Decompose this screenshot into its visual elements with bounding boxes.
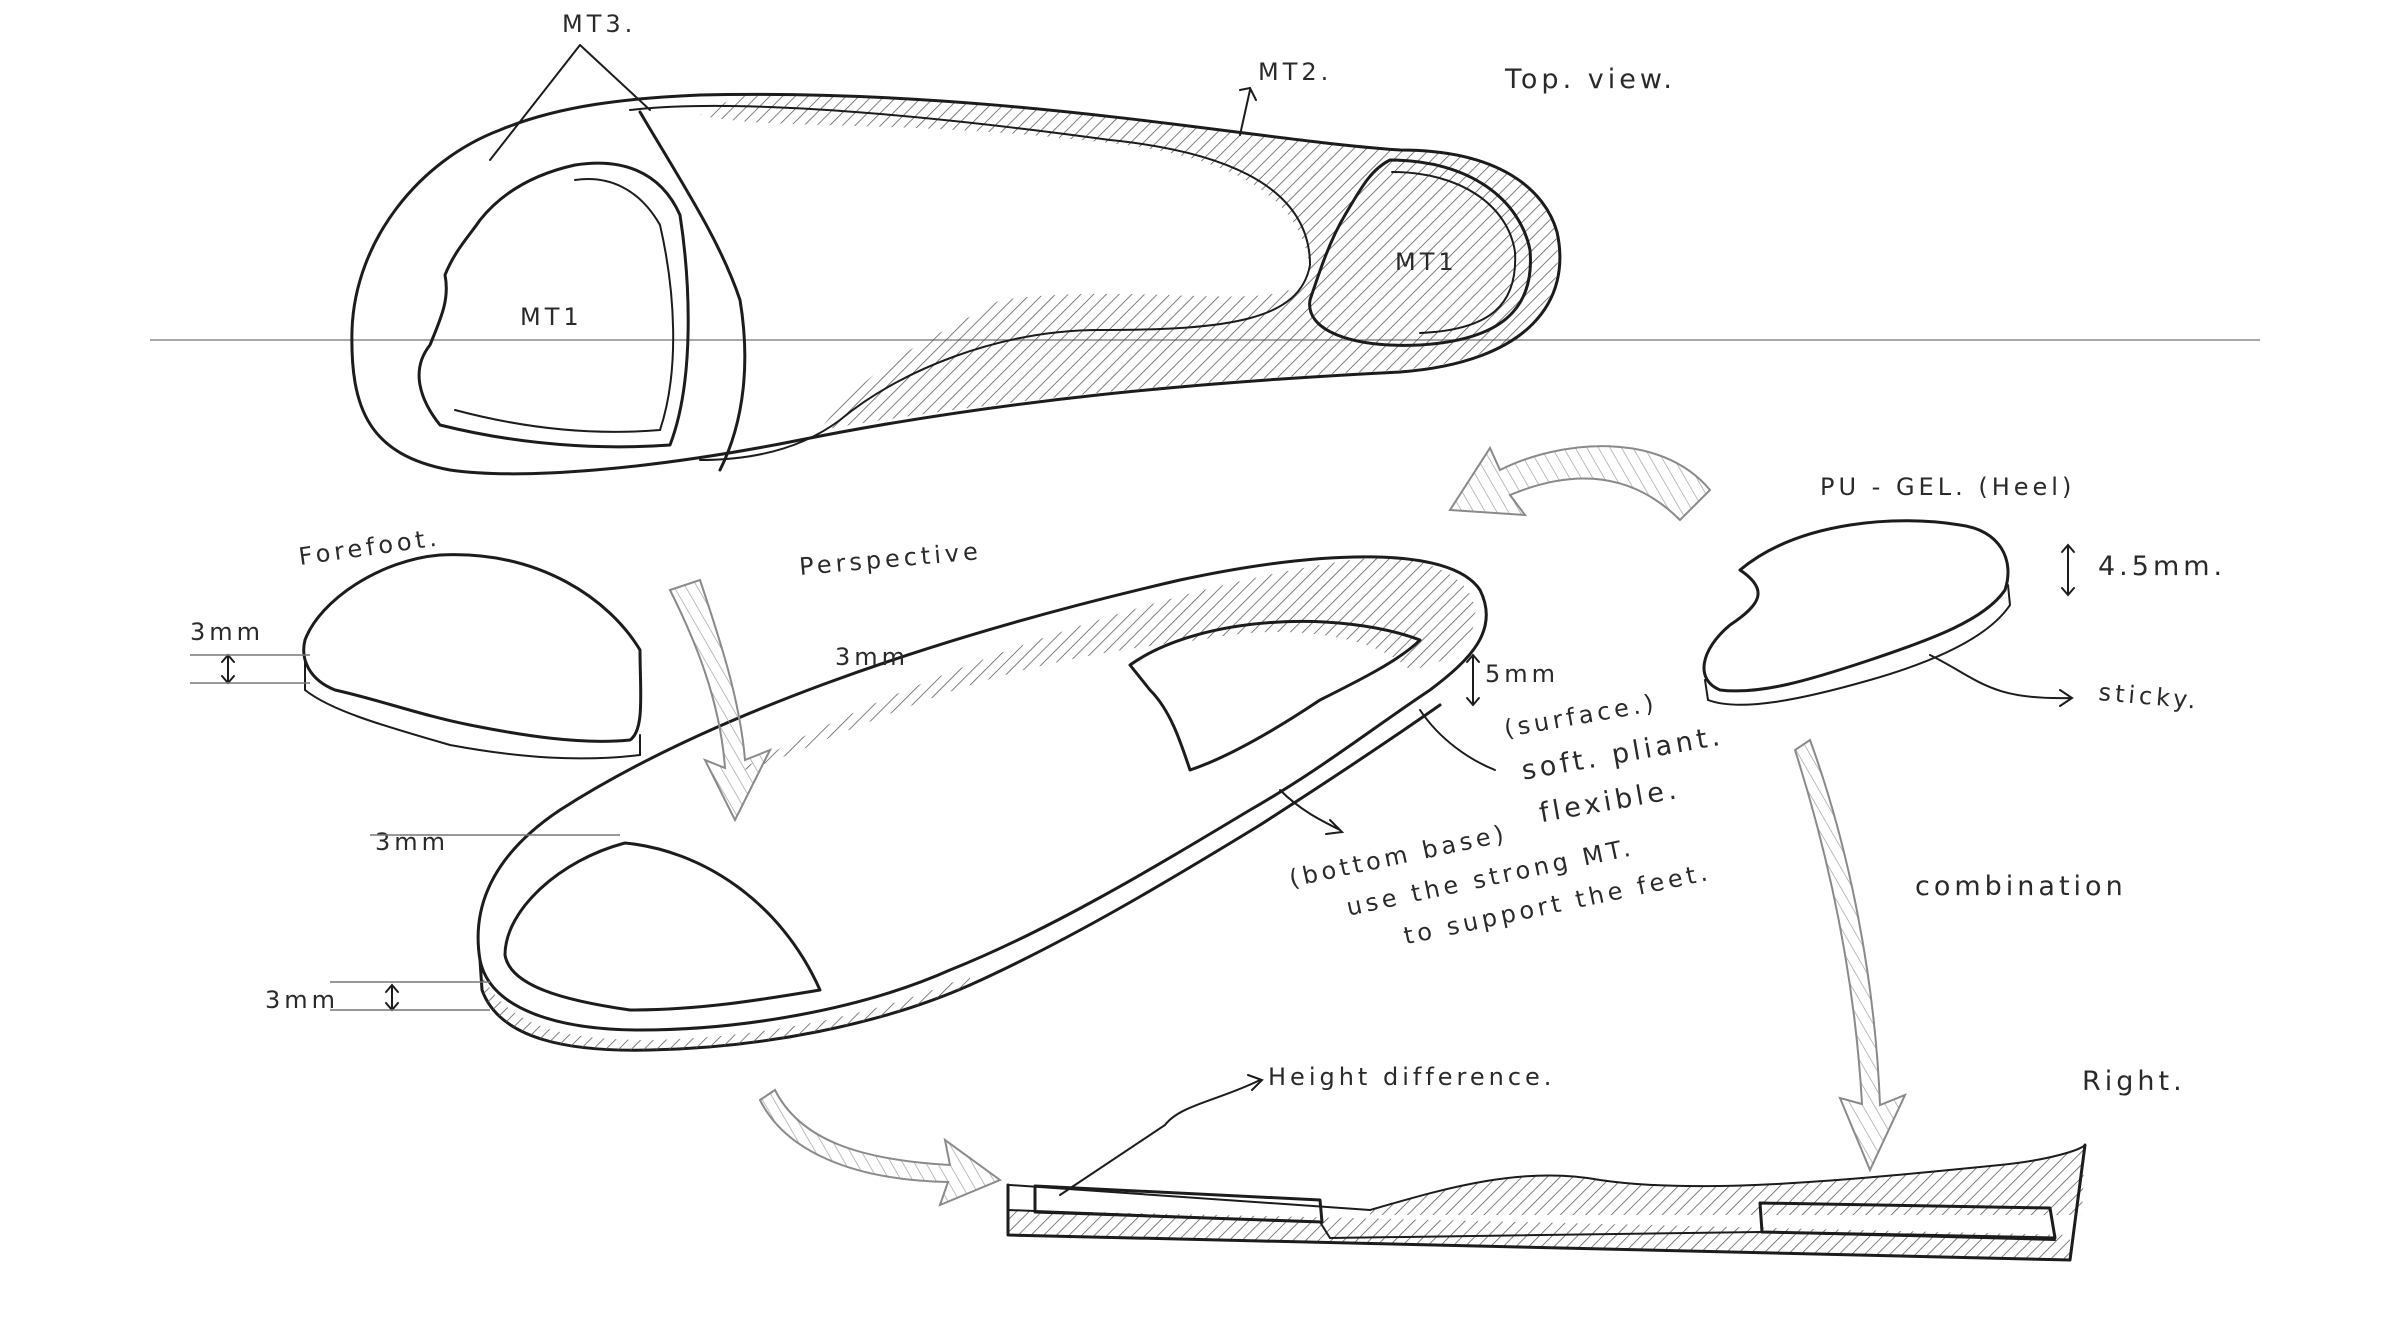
side-view-forefoot-pad [1033,1184,1324,1224]
label-combination: combination [1915,871,2127,902]
side-view-top-contour [1009,1144,2086,1212]
arrow-heel-to-perspective [1448,445,1712,522]
dim-arrow-4-5 [2061,543,2075,597]
mt3-leader-left [489,44,581,161]
label-3mm-forefoot: 3mm [190,618,264,646]
surface-leader [1419,709,1496,771]
label-3mm-top: 3mm [835,643,909,671]
top-view-insole [350,44,1562,476]
arrow-to-side-view [758,1088,1003,1207]
top-view-heel-inner [1391,171,1517,334]
top-view-forefoot-inner [454,178,675,433]
top-view-hatched-rim [700,94,1558,430]
height-difference-leader [1059,1074,1264,1196]
label-height-difference: Height difference. [1268,1063,1555,1091]
perspective-rim-hatch [740,558,1476,770]
label-right: Right. [2082,1066,2186,1097]
side-view-insole [1006,1143,2087,1262]
forefoot-piece-side [304,659,641,760]
perspective-base-hatch [482,975,970,1051]
pu-gel-top [1702,519,2010,693]
label-mt2: MT2. [1258,58,1332,86]
pu-gel-heel [1702,519,2012,706]
dim-arrow-5mm [1466,653,1480,707]
label-mt3: MT3. [562,10,636,38]
sticky-leader [1929,654,2074,707]
label-top-view: Top. view. [1504,64,1676,95]
label-3mm-mid: 3mm [375,828,449,856]
label-mt1-heel: MT1 [1395,248,1458,276]
label-pu-gel: PU - GEL. (Heel) [1820,473,2075,501]
perspective-heel-pad [1128,619,1422,772]
perspective-forefoot-pad [503,841,822,1012]
mt2-leader-arrow [1239,86,1257,136]
label-4-5mm: 4.5mm. [2098,551,2226,582]
top-view-toe-divider [638,110,747,472]
side-view-heel-pad [1758,1201,2057,1240]
top-view-heel-pad [1308,158,1532,347]
side-view-upper-hatch [1370,1145,2085,1215]
paper-area [150,0,2260,1342]
top-view-forefoot-pad [417,161,690,449]
label-3mm-bottom: 3mm [265,986,339,1014]
arrow-into-perspective [668,578,773,823]
base-leader [1279,789,1345,835]
forefoot-piece [302,553,643,760]
pu-gel-side [1704,584,2012,706]
mt3-leader-right [579,44,651,111]
label-5mm: 5mm [1485,660,1559,688]
label-mt1-forefoot: MT1 [520,303,583,331]
arrow-combination [1793,738,1907,1173]
forefoot-piece-top [302,553,643,743]
top-view-outline [350,92,1562,476]
top-view-inner-outline [629,104,1312,461]
